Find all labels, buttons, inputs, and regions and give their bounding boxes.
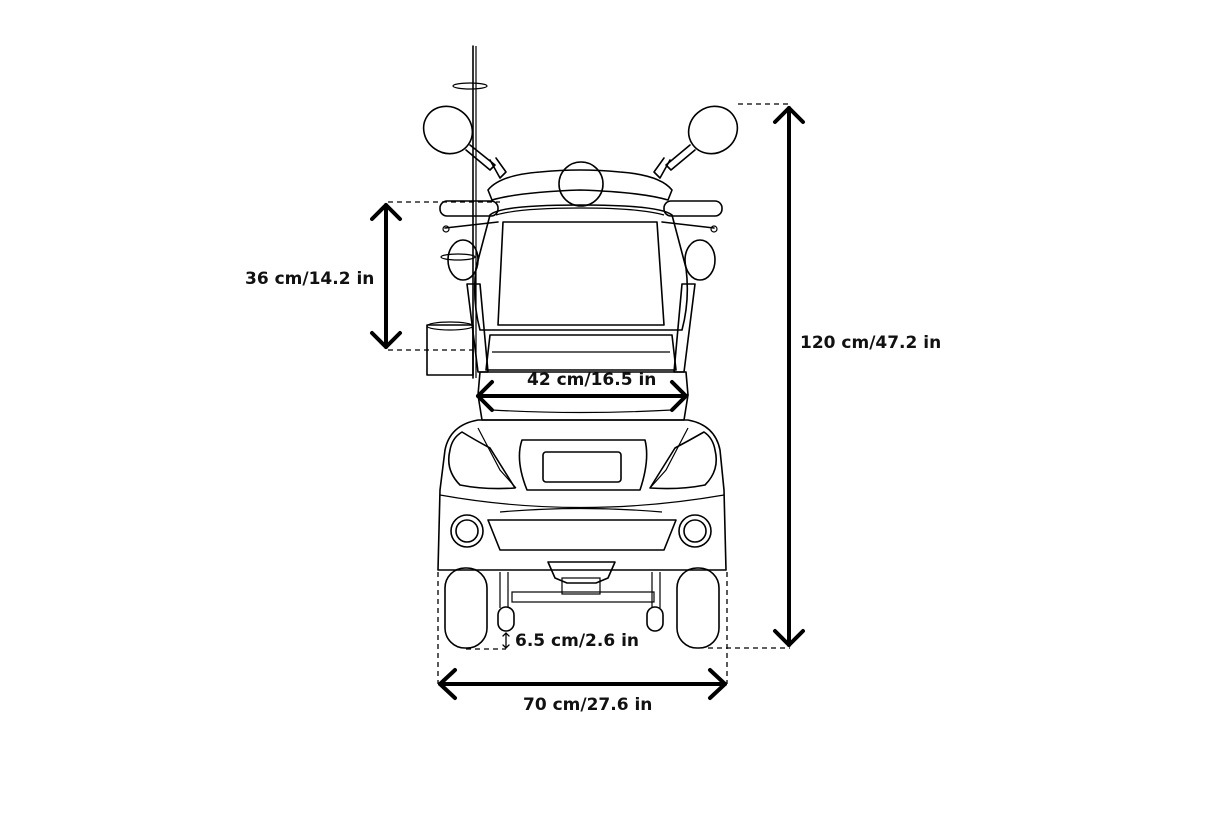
cup-holder bbox=[426, 321, 474, 376]
flag-pole bbox=[440, 45, 488, 379]
right-mirror bbox=[653, 105, 739, 179]
backrest-height-dimension bbox=[370, 201, 500, 351]
ground-clearance-dimension bbox=[466, 632, 510, 650]
seat-width-label: 42 cm/16.5 in bbox=[527, 370, 657, 390]
backrest-height-label: 36 cm/14.2 in bbox=[245, 269, 375, 289]
total-height-dimension bbox=[708, 103, 805, 649]
rear-left-wheel bbox=[444, 567, 488, 649]
rear-right-wheel bbox=[676, 567, 720, 649]
total-width-dimension bbox=[437, 572, 728, 700]
total-width-label: 70 cm/27.6 in bbox=[523, 695, 653, 715]
ground-clearance-label: 6.5 cm/2.6 in bbox=[515, 631, 639, 651]
total-height-label: 120 cm/47.2 in bbox=[800, 333, 942, 353]
left-mirror bbox=[422, 105, 507, 179]
axle-and-anti-tip bbox=[497, 572, 664, 632]
rear-body bbox=[437, 419, 727, 584]
seat-width-dimension bbox=[476, 380, 688, 412]
handlebar-assembly bbox=[439, 161, 723, 281]
seat-back bbox=[466, 204, 696, 373]
